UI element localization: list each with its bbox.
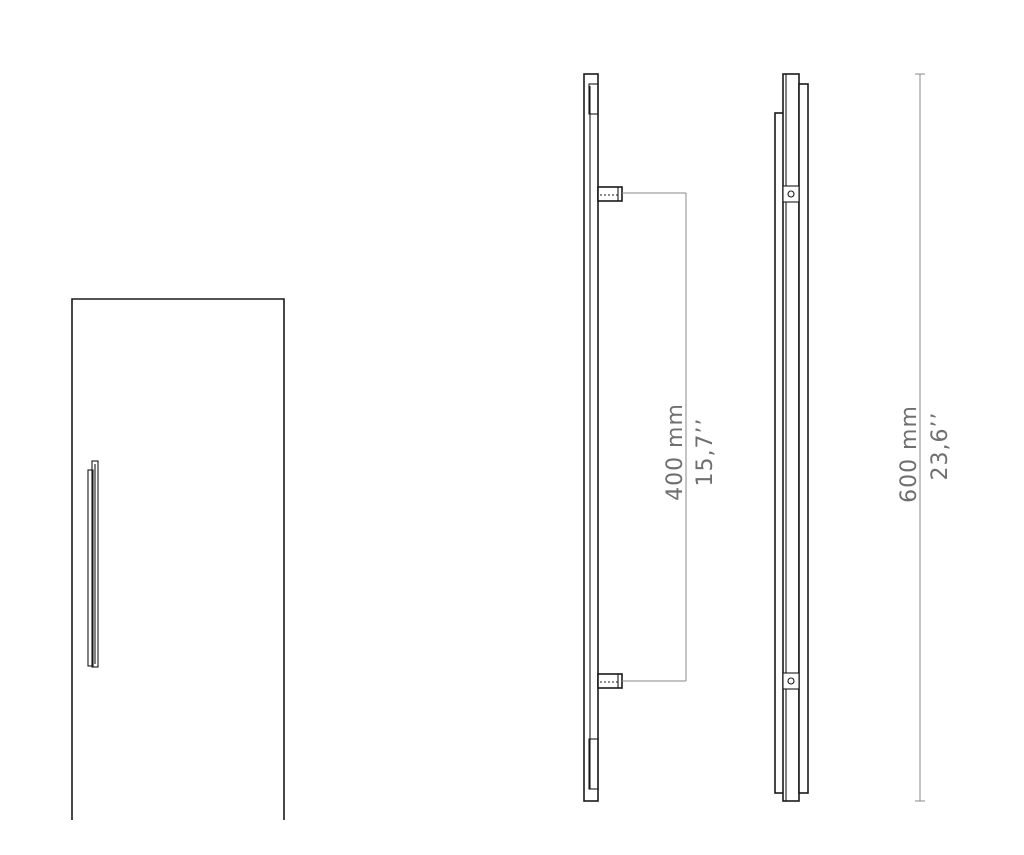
dimension-400: 400 mm 15,7’’ <box>622 192 718 682</box>
mounting-post-top <box>597 186 623 202</box>
dimension-400-imperial-label: 15,7’’ <box>693 418 718 487</box>
screw-hole-top <box>782 185 800 203</box>
screw-hole-bottom-circle <box>787 677 795 685</box>
door-handle-bar-back <box>87 469 94 667</box>
dimension-600: 600 mm 23,6’’ <box>897 73 953 802</box>
screw-hole-top-box <box>782 185 800 203</box>
door-handle-bar-front <box>91 460 99 668</box>
handle-side-view <box>583 73 623 802</box>
mounting-post-bottom <box>597 673 623 689</box>
dimension-600-metric-label: 600 mm <box>897 405 922 503</box>
handle-back-rail <box>798 83 809 794</box>
door-panel-outline <box>71 298 285 820</box>
dimension-400-metric-label: 400 mm <box>663 403 688 501</box>
handle-back-view <box>774 73 809 802</box>
screw-hole-bottom-box <box>782 672 800 690</box>
screw-hole-top-circle <box>787 190 795 198</box>
handle-back-bar <box>782 73 800 802</box>
door-handle <box>87 460 99 668</box>
mounting-post-top-body <box>597 186 623 202</box>
handle-side-bar-cap-bottom <box>588 738 599 790</box>
handle-side-bar-cap-top <box>588 83 599 115</box>
screw-hole-bottom <box>782 672 800 690</box>
handle-side-bar-outer <box>583 73 599 802</box>
door-front-view <box>71 298 285 820</box>
dimension-600-imperial-label: 23,6’’ <box>928 412 953 481</box>
